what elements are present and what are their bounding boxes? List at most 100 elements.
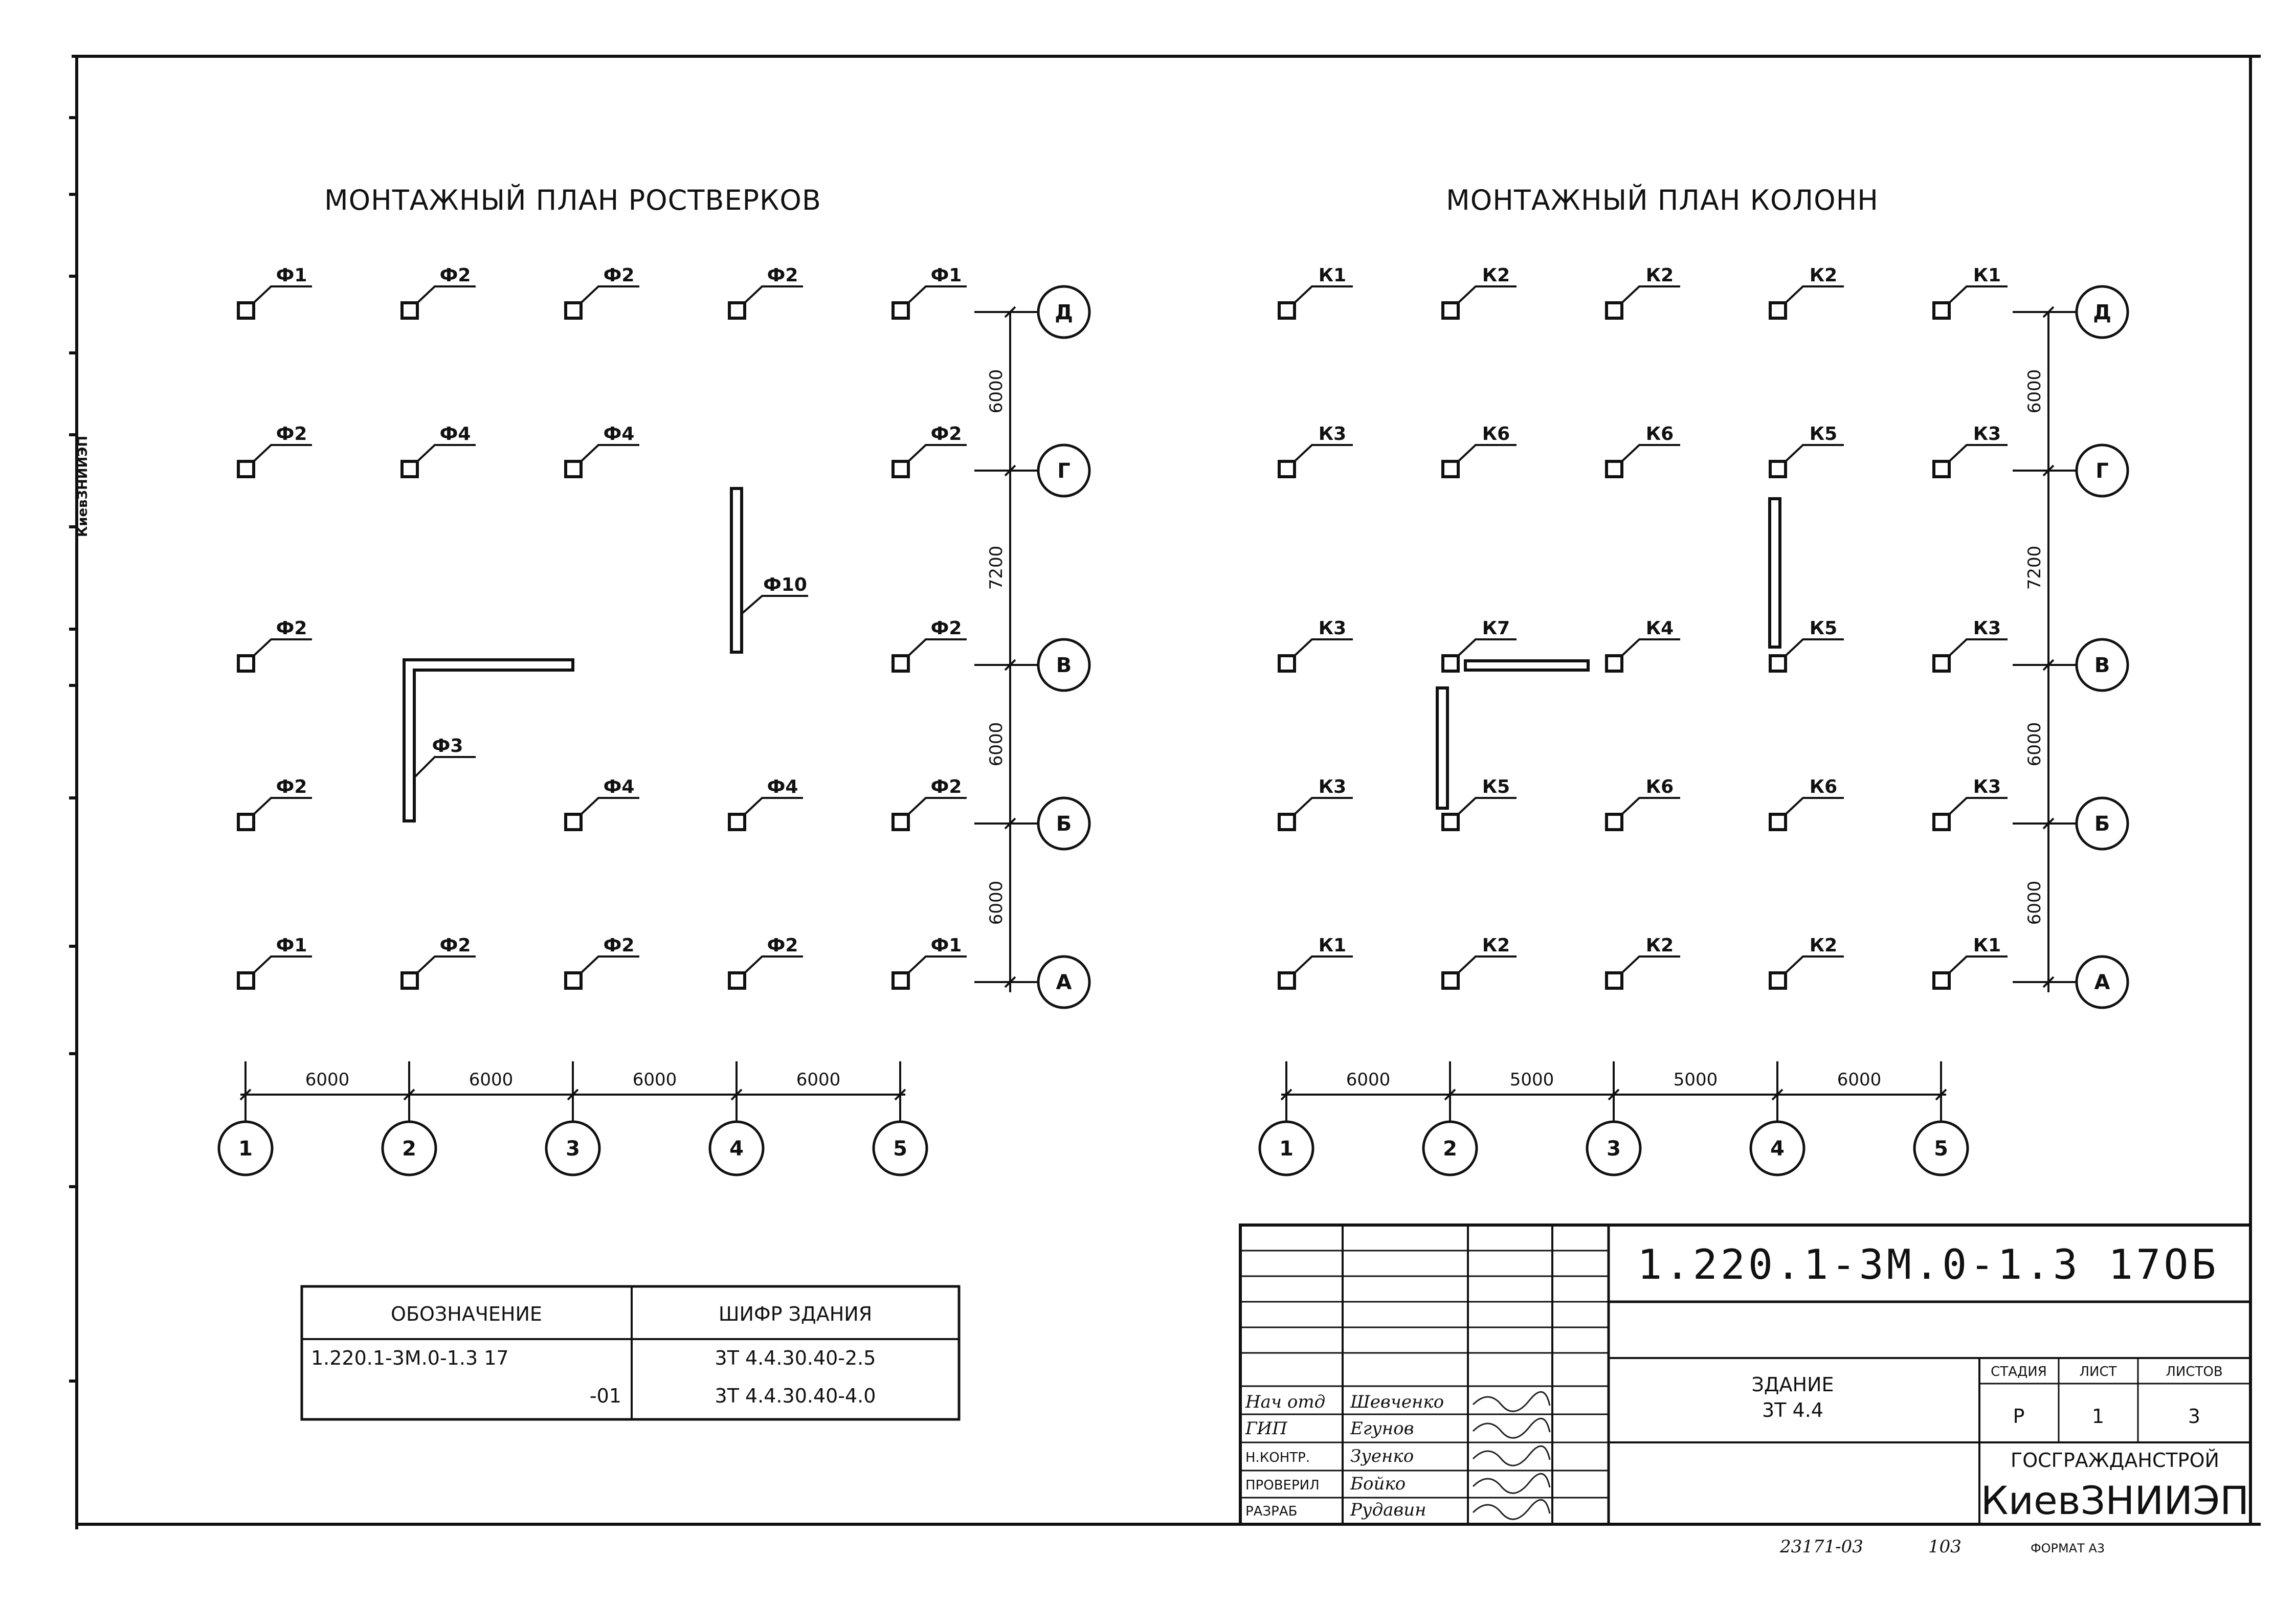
element-square (1605, 813, 1623, 831)
column-dimension: 6000 (305, 1070, 350, 1090)
axis-label-col: 5 (1934, 1137, 1948, 1161)
axis-label-col: 3 (1607, 1137, 1621, 1161)
title-block: 1.220.1-3М.0-1.3 17ОБ ЗДАНИЕ 3Т 4.4 СТАД… (1239, 1223, 2252, 1526)
signature-name: Зуенко (1350, 1446, 1414, 1466)
leader-line (1621, 955, 1680, 974)
element-mark: Ф4 (604, 776, 635, 797)
crossbar-vertical (1768, 497, 1781, 649)
dimension-tick (1004, 659, 1016, 671)
axis-bubble (1422, 1120, 1478, 1176)
element-square (1278, 460, 1296, 478)
leader-line (580, 444, 639, 462)
plan-title: МОНТАЖНЫЙ ПЛАН РОСТВЕРКОВ (324, 184, 821, 216)
leader-line (1294, 797, 1353, 815)
element-square (237, 301, 255, 320)
table-cell: 3Т 4.4.30.40-2.5 (715, 1347, 876, 1369)
dimension-tick (1004, 464, 1016, 477)
axis-label-col: 5 (893, 1137, 907, 1161)
element-square (400, 971, 419, 990)
column-dimension: 5000 (1510, 1070, 1554, 1090)
axis-label-col: 1 (238, 1137, 253, 1161)
axis-label-row: Г (1057, 459, 1071, 483)
axis-bubble (1037, 955, 1091, 1009)
axis-label-col: 4 (729, 1137, 744, 1161)
leader-line (907, 444, 967, 462)
dimension-tick (894, 1088, 906, 1101)
element-square (1278, 654, 1296, 673)
axis-bubble (1258, 1120, 1314, 1176)
leader-line (1457, 285, 1517, 304)
element-square (728, 813, 746, 831)
element-square (564, 460, 583, 478)
dimension-tick (1771, 1088, 1784, 1101)
element-mark: К2 (1482, 265, 1510, 286)
beam-l-shape (403, 658, 574, 822)
leader-line (1457, 797, 1517, 815)
element-mark: К2 (1482, 935, 1510, 956)
axis-label-col: 2 (1443, 1137, 1457, 1161)
axis-bubble (217, 1120, 274, 1176)
element-square (1932, 813, 1951, 831)
leader-line (1457, 444, 1517, 462)
element-mark: Ф4 (767, 776, 798, 797)
element-mark: Ф2 (440, 265, 471, 286)
dimension-tick (2042, 306, 2055, 318)
document-code: 1.220.1-3М.0-1.3 17ОБ (1637, 1241, 2219, 1288)
axis-label-row: Д (2093, 301, 2111, 324)
element-mark: К2 (1646, 935, 1674, 956)
axis-bubble (1749, 1120, 1805, 1176)
element-square (1769, 813, 1787, 831)
element-square (1278, 301, 1296, 320)
leader-line (1785, 444, 1844, 462)
dimension-tick (1004, 306, 1016, 318)
element-mark: Ф10 (763, 574, 807, 595)
column-dimension: 5000 (1674, 1070, 1718, 1090)
leader-line (1294, 285, 1353, 304)
leader-line (1948, 285, 2008, 304)
leader-line (253, 797, 312, 815)
leader-line (1621, 444, 1680, 462)
element-mark: Ф2 (931, 618, 962, 639)
element-square (1932, 971, 1951, 990)
leader-line (416, 444, 476, 462)
element-mark: Ф2 (440, 935, 471, 956)
element-square (728, 971, 746, 990)
axis-label-row: Б (2094, 812, 2110, 836)
column-dimension: 6000 (469, 1070, 514, 1090)
sheet-format: ФОРМАТ А3 (2031, 1541, 2105, 1555)
row-dimension: 7200 (2024, 546, 2045, 590)
element-square (237, 971, 255, 990)
element-mark: Ф2 (767, 265, 798, 286)
element-mark: К7 (1482, 618, 1510, 639)
element-square (1932, 301, 1951, 320)
element-mark: Ф1 (276, 935, 307, 956)
building-title: ЗДАНИЕ (1751, 1373, 1834, 1396)
dimension-tick (1004, 976, 1016, 988)
axis-bubble (1913, 1120, 1969, 1176)
element-mark: К3 (1319, 776, 1346, 797)
plan-title: МОНТАЖНЫЙ ПЛАН КОЛОНН (1446, 184, 1879, 216)
element-square (891, 654, 910, 673)
element-mark: К5 (1482, 776, 1510, 797)
margin-ticks (69, 116, 77, 1383)
leader-line (416, 955, 476, 974)
leader-line (741, 595, 808, 615)
dimension-tick (2042, 659, 2055, 671)
leader-line (744, 797, 803, 815)
leader-line (1294, 638, 1353, 657)
table-cell: 1.220.1-3М.0-1.3 17 (311, 1347, 509, 1369)
row-dimension: 7200 (986, 546, 1007, 590)
element-mark: Ф2 (604, 265, 635, 286)
leader-line (907, 285, 967, 304)
leader-line (413, 756, 476, 778)
row-dimension: 6000 (2024, 369, 2045, 414)
crossbar-horizontal (1464, 659, 1590, 672)
row-dimension: 6000 (986, 722, 1007, 767)
element-square (891, 971, 910, 990)
element-square (1441, 301, 1460, 320)
signature-role: ГИП (1245, 1418, 1288, 1439)
axis-bubble (872, 1120, 928, 1176)
stage-value: Р (2013, 1405, 2025, 1428)
